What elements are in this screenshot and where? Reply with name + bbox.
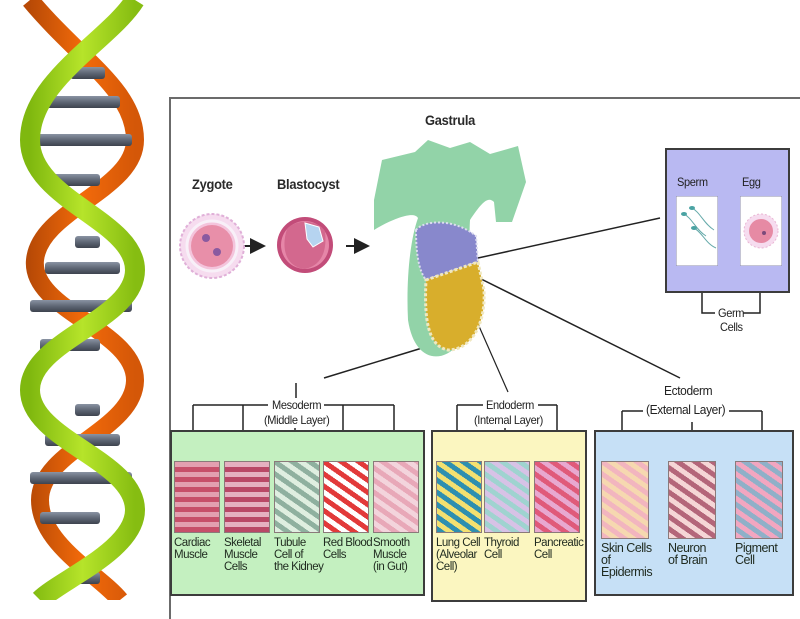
- sperm-label: Sperm: [677, 175, 708, 189]
- caption-line: Neuron: [668, 541, 707, 555]
- skeletal-muscle-cells-image: [224, 461, 270, 533]
- early-stages: [179, 213, 333, 279]
- caption-line: Cardiac: [174, 537, 211, 549]
- caption-line: Cell: [534, 549, 552, 561]
- caption-line: Cell of: [274, 549, 304, 561]
- caption-line: Thyroid: [484, 537, 519, 549]
- caption-line: (Alveolar: [436, 549, 477, 561]
- ectoderm-subtitle: (External Layer): [646, 402, 726, 417]
- dna-strand-orange: [23, 0, 145, 600]
- caption-line: Cells: [323, 549, 347, 561]
- germ-label-line1: Germ: [718, 306, 745, 320]
- germ-label-line2: Cells: [720, 320, 743, 334]
- caption-line: Lung Cell: [436, 537, 481, 549]
- caption-line: the Kidney: [274, 561, 324, 573]
- gastrula-title: Gastrula: [425, 112, 476, 128]
- dna-rung: [75, 404, 100, 416]
- red-blood-cells-image: [323, 461, 369, 533]
- caption-line: Red Blood: [323, 537, 373, 549]
- caption-line: Pancreatic: [534, 537, 584, 549]
- leader-to-mesoderm: [323, 344, 433, 379]
- leader-to-germ-cells: [477, 217, 661, 259]
- caption-line: Cell: [735, 553, 755, 567]
- caption-line: Muscle: [373, 549, 407, 561]
- dna-rung: [45, 262, 120, 274]
- gastrula-illustration: [374, 140, 526, 357]
- tubule-cell-of-the-kidney-image: [274, 461, 320, 533]
- lung-cell-image: [436, 461, 482, 533]
- caption-line: Cell: [484, 549, 502, 561]
- caption-line: Muscle: [174, 549, 208, 561]
- skin-cells-of-epidermis-image: [601, 461, 649, 539]
- mesoderm-label: Mesoderm: [272, 398, 322, 412]
- egg-illustration: [740, 196, 782, 266]
- pancreatic-cell-image: [534, 461, 580, 533]
- dna-strand-green: [19, 0, 146, 600]
- sperm-illustration: [676, 196, 718, 266]
- leader-to-ectoderm: [452, 264, 681, 379]
- caption-line: Skeletal: [224, 537, 261, 549]
- smooth-muscle-image: [373, 461, 419, 533]
- mesoderm-subtitle: (Middle Layer): [264, 413, 330, 427]
- dna-rung: [40, 512, 100, 524]
- egg-label: Egg: [742, 175, 761, 189]
- zygote-label: Zygote: [192, 176, 233, 192]
- caption-line: Smooth: [373, 537, 410, 549]
- caption-line: Cell): [436, 561, 458, 573]
- endoderm-label: Endoderm: [486, 398, 534, 412]
- zygote-illustration: [179, 213, 245, 279]
- thyroid-cell-image: [484, 461, 530, 533]
- caption-line: Pigment: [735, 541, 778, 555]
- ectoderm-label: Ectoderm: [664, 383, 713, 398]
- cardiac-muscle-image: [174, 461, 220, 533]
- dna-helix-illustration: [19, 0, 146, 600]
- caption-line: Cells: [224, 561, 248, 573]
- caption-line: of Brain: [668, 553, 708, 567]
- pigment-cell-image: [735, 461, 783, 539]
- endoderm-subtitle: (Internal Layer): [474, 413, 543, 427]
- caption-line: Epidermis: [601, 565, 653, 579]
- caption-line: Skin Cells: [601, 541, 652, 555]
- dna-rung: [45, 96, 120, 108]
- caption-line: of: [601, 553, 611, 567]
- dna-rung: [75, 236, 100, 248]
- caption-line: Tubule: [274, 537, 306, 549]
- blastocyst-illustration: [277, 217, 333, 273]
- blastocyst-label: Blastocyst: [277, 176, 340, 192]
- caption-line: Muscle: [224, 549, 258, 561]
- caption-line: (in Gut): [373, 561, 408, 573]
- neuron-of-brain-image: [668, 461, 716, 539]
- dna-rung: [30, 134, 132, 146]
